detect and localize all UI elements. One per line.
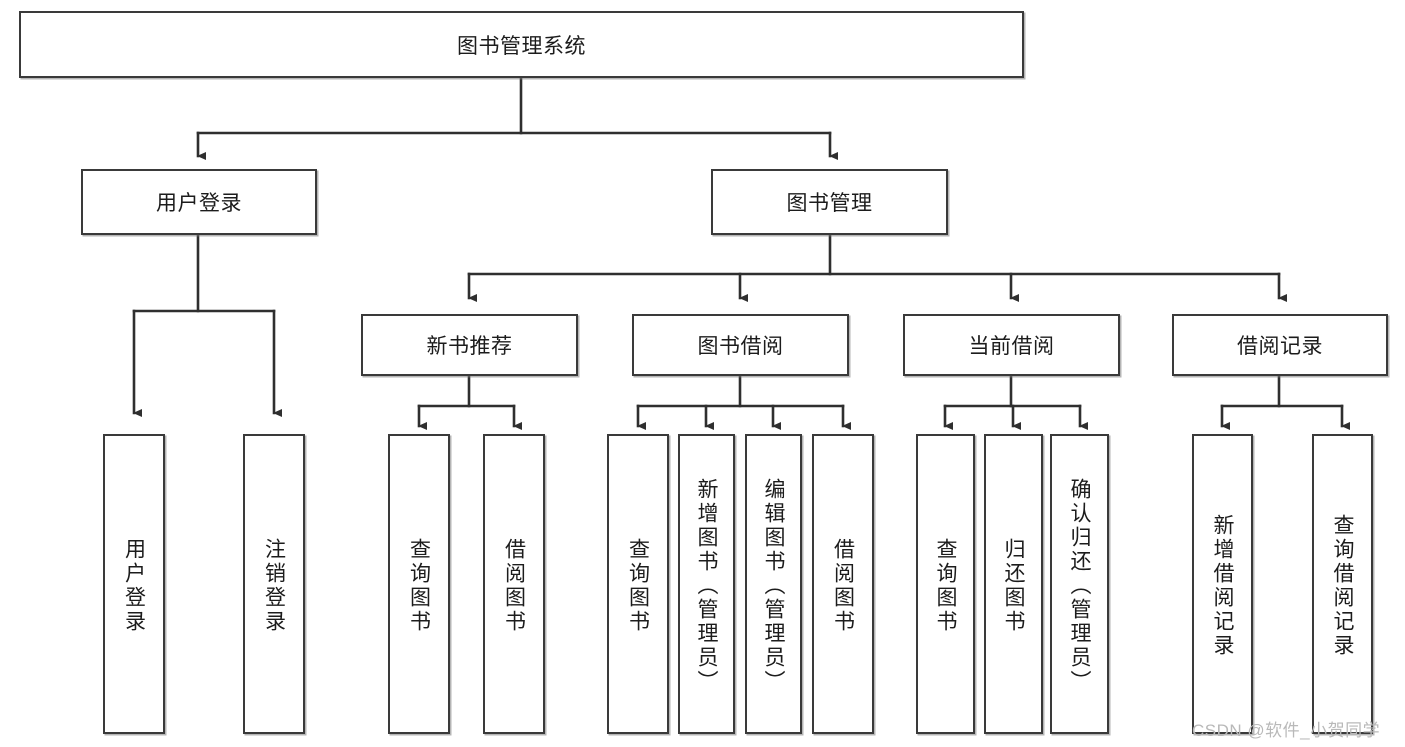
node-leaf-query-borrow-record[interactable]: 查询借阅记录 xyxy=(1312,434,1373,734)
node-leaf-add-borrow-record[interactable]: 新增借阅记录 xyxy=(1192,434,1253,734)
node-leaf-query-borrow-record-label: 查询借阅记录 xyxy=(1331,514,1354,658)
node-leaf-query-book-current-label: 查询图书 xyxy=(934,538,957,634)
node-current-borrow[interactable]: 当前借阅 xyxy=(903,314,1120,376)
node-leaf-confirm-return[interactable]: 确认归还（管理员） xyxy=(1050,434,1109,734)
node-leaf-user-login-label: 用户登录 xyxy=(122,538,146,634)
node-leaf-return-book-label: 归还图书 xyxy=(1002,538,1025,634)
node-leaf-add-borrow-record-label: 新增借阅记录 xyxy=(1211,514,1234,658)
node-root-book-management-system[interactable]: 图书管理系统 xyxy=(19,11,1024,78)
node-leaf-borrow-book[interactable]: 借阅图书 xyxy=(812,434,874,734)
node-current-borrow-label: 当前借阅 xyxy=(968,335,1055,358)
node-leaf-edit-book[interactable]: 编辑图书（管理员） xyxy=(745,434,802,734)
node-leaf-user-logout[interactable]: 注销登录 xyxy=(243,434,305,734)
node-leaf-borrow-book-recommendation-label: 借阅图书 xyxy=(502,538,526,634)
node-user-login[interactable]: 用户登录 xyxy=(81,169,317,235)
node-leaf-borrow-book-label: 借阅图书 xyxy=(831,538,855,634)
node-leaf-query-book-current[interactable]: 查询图书 xyxy=(916,434,975,734)
node-leaf-confirm-return-label: 确认归还（管理员） xyxy=(1068,478,1091,694)
node-leaf-query-book-borrow[interactable]: 查询图书 xyxy=(607,434,669,734)
node-book-manage-label: 图书管理 xyxy=(786,192,873,215)
node-new-book-recommendation[interactable]: 新书推荐 xyxy=(361,314,578,376)
node-book-borrow[interactable]: 图书借阅 xyxy=(632,314,849,376)
node-leaf-query-book-recommendation[interactable]: 查询图书 xyxy=(388,434,450,734)
node-leaf-add-book-label: 新增图书（管理员） xyxy=(695,478,718,694)
node-book-borrow-label: 图书借阅 xyxy=(697,335,784,358)
node-leaf-user-logout-label: 注销登录 xyxy=(262,538,286,634)
node-borrow-record-label: 借阅记录 xyxy=(1237,335,1323,358)
node-leaf-query-book-borrow-label: 查询图书 xyxy=(626,538,650,634)
node-user-login-label: 用户登录 xyxy=(156,192,242,215)
node-new-book-recommendation-label: 新书推荐 xyxy=(426,335,513,358)
node-root-label: 图书管理系统 xyxy=(457,34,586,58)
node-leaf-user-login[interactable]: 用户登录 xyxy=(103,434,165,734)
node-leaf-query-book-recommendation-label: 查询图书 xyxy=(407,538,431,634)
node-leaf-edit-book-label: 编辑图书（管理员） xyxy=(762,478,785,694)
node-leaf-add-book[interactable]: 新增图书（管理员） xyxy=(678,434,735,734)
node-leaf-return-book[interactable]: 归还图书 xyxy=(984,434,1043,734)
node-leaf-borrow-book-recommendation[interactable]: 借阅图书 xyxy=(483,434,545,734)
node-book-manage[interactable]: 图书管理 xyxy=(711,169,948,235)
node-borrow-record[interactable]: 借阅记录 xyxy=(1172,314,1388,376)
